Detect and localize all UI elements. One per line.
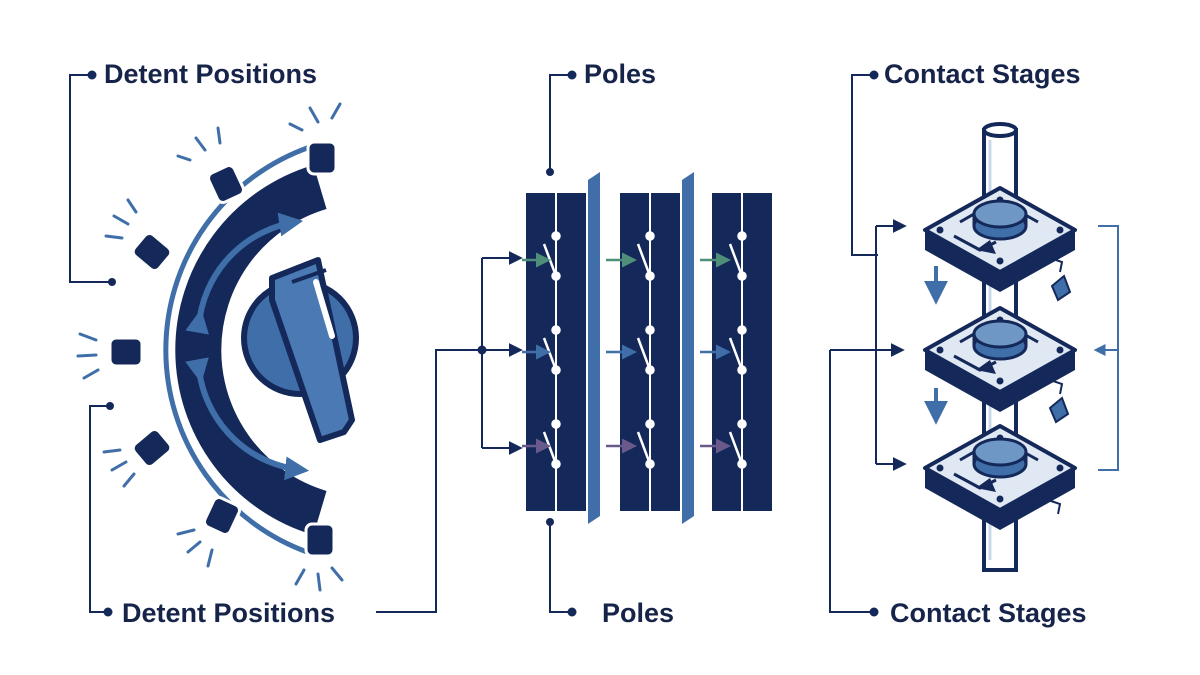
switch-pole-icon	[376, 70, 772, 617]
contact-stages-label-top: Contact Stages	[884, 59, 1081, 89]
rotary-knob-icon	[241, 257, 359, 443]
detent-dial-icon	[69, 70, 344, 617]
poles-label-top: Poles	[584, 59, 657, 89]
detent-positions-label-top: Detent Positions	[104, 59, 318, 89]
detent-positions-label-bottom: Detent Positions	[122, 598, 336, 628]
contact-stages-label-bottom: Contact Stages	[890, 598, 1087, 628]
poles-label-bottom: Poles	[602, 598, 675, 628]
contact-stage-wafer-icon	[829, 70, 1119, 617]
